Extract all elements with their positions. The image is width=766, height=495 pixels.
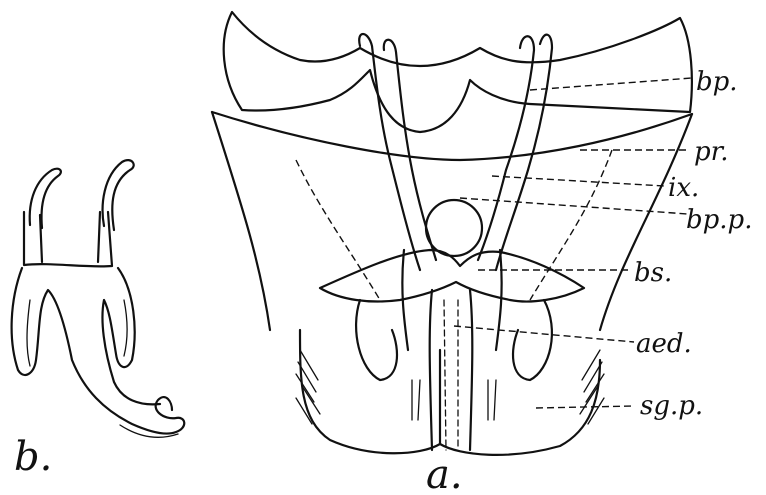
label-ix: ix. bbox=[668, 173, 699, 203]
leader-bp bbox=[530, 78, 692, 90]
label-bpp: bp.p. bbox=[686, 205, 752, 235]
label-sgp: sg.p. bbox=[640, 391, 703, 421]
panel-a-drawing bbox=[212, 12, 692, 455]
panel-b-label: b. bbox=[14, 434, 52, 480]
leader-aed bbox=[454, 326, 634, 342]
panel-a-label: a. bbox=[426, 452, 463, 495]
label-aed: aed. bbox=[636, 329, 692, 359]
leader-sgp bbox=[536, 406, 634, 408]
panel-b-drawing bbox=[12, 160, 185, 437]
label-pr: pr. bbox=[694, 137, 728, 167]
label-bp: bp. bbox=[696, 67, 738, 97]
label-bs: bs. bbox=[634, 258, 672, 288]
leader-ix bbox=[492, 176, 664, 186]
